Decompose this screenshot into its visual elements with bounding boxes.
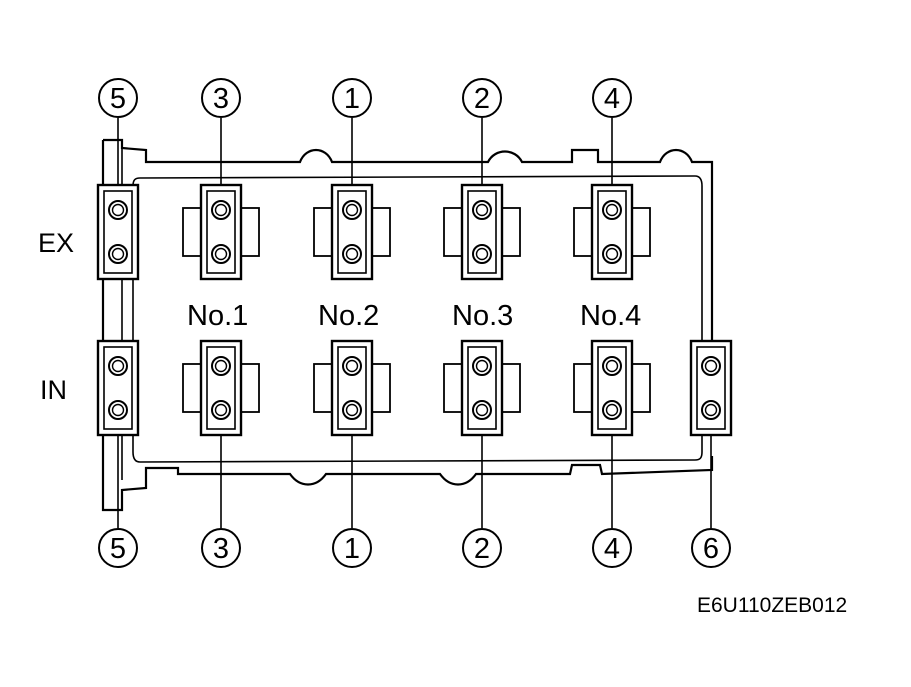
callout-bottom-6: 6 (691, 435, 731, 568)
cap-bolt-icon (602, 244, 622, 264)
cap-bolt-icon (602, 200, 622, 220)
cap-bolt-icon (472, 400, 492, 420)
cap-bolt-icon (701, 356, 721, 376)
sequence-number: 3 (213, 533, 229, 565)
callout-bottom-4: 2 (462, 435, 502, 568)
end-cap-ex (96, 183, 140, 281)
cap-bolt-icon (108, 356, 128, 376)
cap-bolt-icon (472, 200, 492, 220)
figure-code: E6U110ZEB012 (697, 594, 847, 617)
cap-bolt-icon (602, 400, 622, 420)
journal-cap-ex-1 (182, 183, 260, 281)
cap-bolt-icon (602, 356, 622, 376)
cap-bolt-icon (342, 244, 362, 264)
end-cap-right (689, 339, 733, 437)
cap-bolt-icon (342, 200, 362, 220)
journal-cap-in-2 (313, 339, 391, 437)
callout-bottom-3: 1 (332, 435, 372, 568)
journal-cap-ex-4 (573, 183, 651, 281)
callout-top-2: 3 (201, 78, 241, 185)
sequence-number: 1 (344, 533, 360, 565)
intake-row-label: IN (40, 375, 67, 405)
callout-top-4: 2 (462, 78, 502, 185)
journal-cap-in-4 (573, 339, 651, 437)
callout-top-3: 1 (332, 78, 372, 185)
cap-bolt-icon (342, 356, 362, 376)
journal-cap-in-1 (182, 339, 260, 437)
callout-bottom-1: 5 (98, 435, 138, 568)
journal-label-3: No.3 (452, 300, 513, 332)
cap-bolt-icon (211, 356, 231, 376)
cap-bolt-icon (108, 200, 128, 220)
journal-cap-ex-2 (313, 183, 391, 281)
cap-bolt-icon (211, 200, 231, 220)
bearing-caps (96, 183, 733, 437)
journal-cap-in-3 (443, 339, 521, 437)
sequence-number: 3 (213, 83, 229, 115)
cap-bolt-icon (211, 244, 231, 264)
journal-label-1: No.1 (187, 300, 248, 332)
tightening-sequence-callouts: 5 3 1 2 4 5 3 1 2 4 6 (98, 78, 731, 568)
sequence-number: 2 (474, 533, 490, 565)
cap-bolt-icon (472, 356, 492, 376)
journal-label-4: No.4 (580, 300, 641, 332)
sequence-number: 5 (110, 533, 126, 565)
journal-cap-ex-3 (443, 183, 521, 281)
cap-bolt-icon (342, 400, 362, 420)
sequence-number: 6 (703, 533, 719, 565)
callout-top-1: 5 (98, 78, 138, 185)
cap-bolt-icon (701, 400, 721, 420)
end-cap-in (96, 339, 140, 437)
sequence-number: 2 (474, 83, 490, 115)
callout-bottom-5: 4 (592, 435, 632, 568)
callout-top-5: 4 (592, 78, 632, 185)
sequence-number: 1 (344, 83, 360, 115)
sequence-number: 4 (604, 533, 620, 565)
cap-bolt-icon (472, 244, 492, 264)
exhaust-row-label: EX (38, 228, 74, 258)
sequence-number: 4 (604, 83, 620, 115)
sequence-number: 5 (110, 83, 126, 115)
cap-bolt-icon (211, 400, 231, 420)
cap-bolt-icon (108, 244, 128, 264)
callout-bottom-2: 3 (201, 435, 241, 568)
cap-bolt-icon (108, 400, 128, 420)
journal-label-2: No.2 (318, 300, 379, 332)
